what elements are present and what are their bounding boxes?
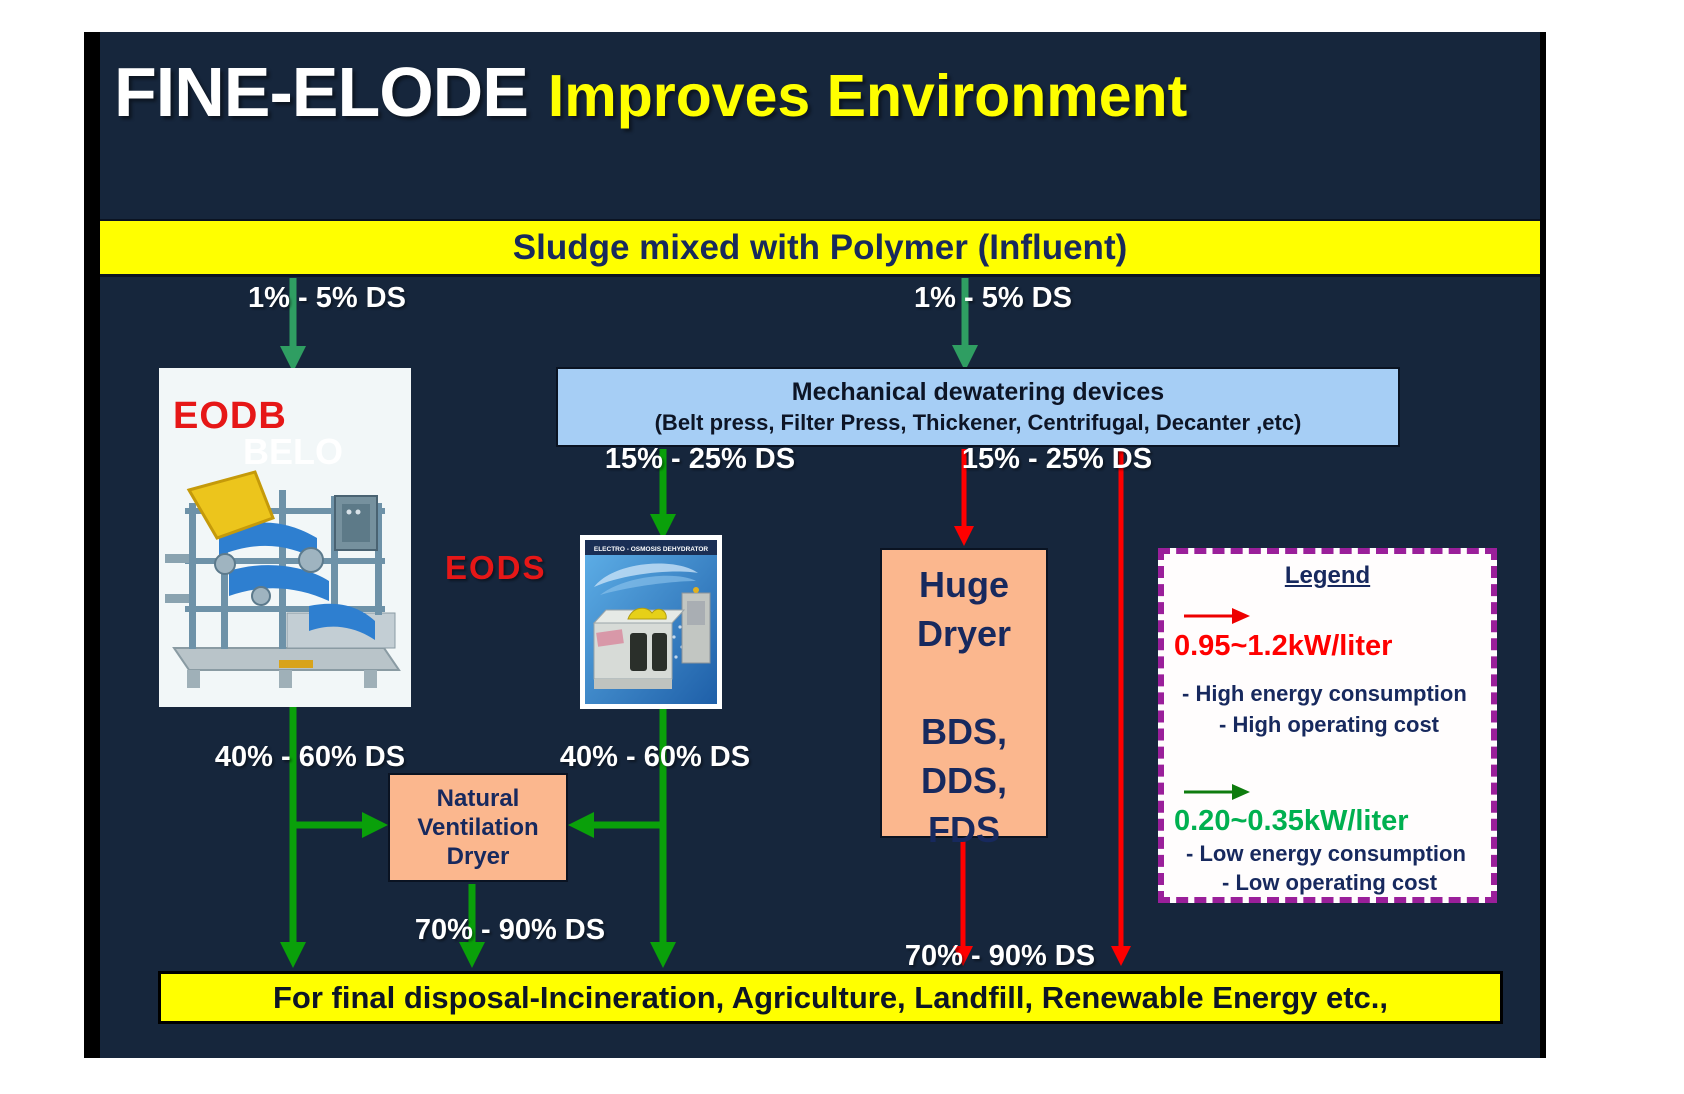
huge-dryer-line: BDS, (920, 711, 1007, 752)
label-dewatered-left: 40% - 60% DS (214, 741, 406, 773)
legend-green-arrow-icon (1184, 784, 1250, 800)
huge-dryer-line: DDS, (920, 760, 1007, 801)
ventilation-dryer-line: Dryer (446, 843, 510, 870)
mechanical-box-subtitle: (Belt press, Filter Press, Thickener, Ce… (654, 410, 1302, 435)
eodb-watermark: BELO (243, 431, 343, 472)
huge-dryer-line: Dryer (916, 613, 1012, 654)
eods-label: EODS (445, 549, 547, 586)
top-banner: Sludge mixed with Polymer (Influent) (100, 219, 1540, 277)
belt-press-illustration (165, 470, 401, 688)
legend-high-note-1: - High energy consumption (1182, 681, 1467, 706)
title-highlight: Improves Environment (547, 63, 1188, 129)
slide: FINE-ELODE Improves Environment Sludge mi… (100, 32, 1540, 1058)
label-dewatered-right: 40% - 60% DS (559, 741, 751, 773)
legend-low-note-2: - Low operating cost (1222, 870, 1438, 895)
eods-caption: ELECTRO - OSMOSIS DEHYDRATOR (594, 546, 709, 553)
legend-box: Legend 0.95~1.2kW/liter - High energy co… (1158, 548, 1497, 903)
label-influent-right: 1% - 5% DS (914, 282, 1072, 314)
slide-left-edge (84, 32, 100, 1058)
bottom-banner-text: For final disposal-Incineration, Agricul… (272, 979, 1389, 1015)
eods-machine-image: ELECTRO - OSMOSIS DEHYDRATOR (580, 535, 722, 709)
legend-high-note-2: - High operating cost (1219, 712, 1439, 737)
huge-dryer-box: Huge Dryer BDS, DDS, FDS (880, 548, 1048, 850)
title-main: FINE-ELODE (114, 53, 529, 131)
legend-title: Legend (1284, 562, 1371, 589)
label-mid-left: 15% - 25% DS (604, 443, 796, 475)
ventilation-dryer-line: Natural (436, 785, 520, 812)
label-mid-right: 15% - 25% DS (961, 443, 1153, 475)
legend-low-note-1: - Low energy consumption (1186, 841, 1466, 866)
ventilation-dryer-line: Ventilation (417, 814, 539, 841)
label-dried-right: 70% - 90% DS (904, 940, 1096, 972)
page-title: FINE-ELODE Improves Environment (114, 52, 1187, 132)
flow-arrows-layer (280, 278, 1131, 968)
legend-low-energy-value: 0.20~0.35kW/liter (1174, 805, 1409, 837)
slide-right-edge (1540, 32, 1546, 1058)
top-banner-text: Sludge mixed with Polymer (Influent) (512, 227, 1128, 267)
legend-high-energy-value: 0.95~1.2kW/liter (1174, 630, 1393, 662)
huge-dryer-line: Huge (919, 564, 1009, 605)
huge-dryer-line: FDS (928, 809, 1000, 850)
mechanical-box-title: Mechanical dewatering devices (791, 378, 1165, 406)
mechanical-dewatering-box: Mechanical dewatering devices (Belt pres… (556, 367, 1400, 447)
natural-ventilation-dryer-box: Natural Ventilation Dryer (388, 773, 568, 882)
eodb-label: EODB (173, 395, 287, 437)
spacer (882, 658, 1046, 707)
bottom-banner: For final disposal-Incineration, Agricul… (158, 971, 1503, 1024)
eodb-machine-image: EODB BELO (159, 368, 411, 707)
legend-red-arrow-icon (1184, 608, 1250, 624)
label-influent-left: 1% - 5% DS (248, 282, 406, 314)
label-dried-left: 70% - 90% DS (414, 914, 606, 946)
